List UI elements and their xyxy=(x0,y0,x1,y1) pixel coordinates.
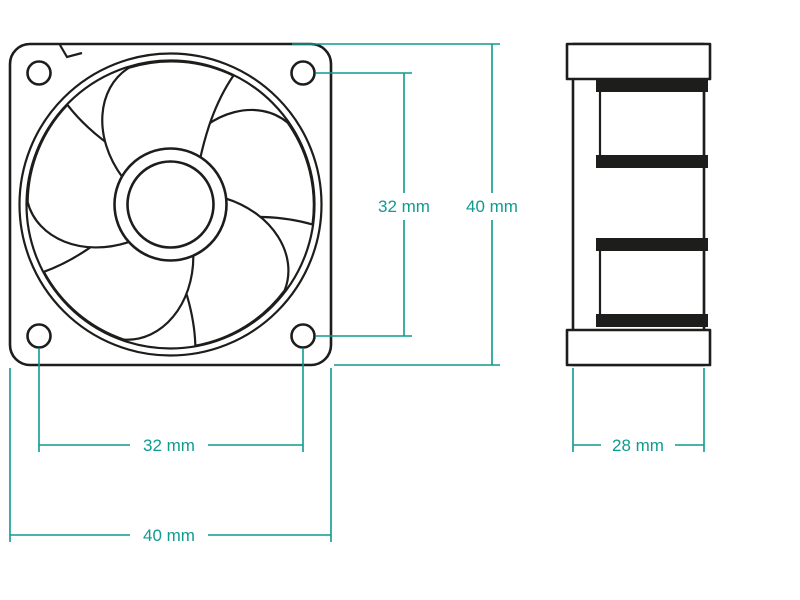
side-flange-bottom xyxy=(565,328,712,367)
pad-bar xyxy=(596,79,708,92)
dim-lines xyxy=(292,43,500,366)
dim-lines xyxy=(572,368,705,452)
dim-lines xyxy=(38,348,304,452)
frame-notch xyxy=(59,44,83,59)
fan-side-view xyxy=(565,42,712,367)
side-pad-top xyxy=(596,79,708,168)
dim-horizontal-width: 40 mm xyxy=(9,368,332,545)
dim-vertical-height: 40 mm xyxy=(292,43,518,366)
dim-lines xyxy=(316,72,412,337)
mounting-hole-bottom-left xyxy=(26,323,52,349)
side-flange-top xyxy=(565,42,712,81)
side-pad-bottom xyxy=(596,238,708,327)
dim-label-32mm-horizontal: 32 mm xyxy=(143,436,195,455)
dim-vertical-hole-spacing: 32 mm xyxy=(316,72,430,337)
dim-label-40mm-vertical: 40 mm xyxy=(466,197,518,216)
pad-bar xyxy=(596,155,708,168)
fan-ring-outer xyxy=(18,52,323,357)
dim-horizontal-hole-spacing: 32 mm xyxy=(38,348,304,455)
dim-label-28mm-depth: 28 mm xyxy=(612,436,664,455)
dim-label-40mm-horizontal: 40 mm xyxy=(143,526,195,545)
fan-hub-inner xyxy=(126,160,215,249)
mounting-hole-bottom-right xyxy=(290,323,316,349)
dim-lines xyxy=(9,368,332,542)
dim-label-32mm-vertical: 32 mm xyxy=(378,197,430,216)
side-body xyxy=(571,42,706,367)
pad-bar xyxy=(596,238,708,251)
mounting-hole-top-right xyxy=(290,60,316,86)
dim-side-depth: 28 mm xyxy=(572,368,705,455)
fan-front-view xyxy=(8,42,333,367)
mounting-hole-top-left xyxy=(26,60,52,86)
pad-bar xyxy=(596,314,708,327)
